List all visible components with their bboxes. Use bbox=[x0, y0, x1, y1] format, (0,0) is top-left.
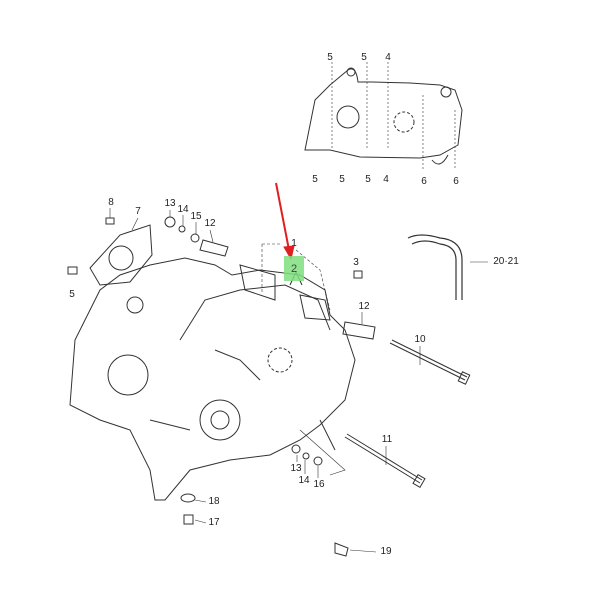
label-part-16: 16 bbox=[313, 479, 325, 490]
inset-label: 5 bbox=[339, 174, 345, 185]
inset-label: 6 bbox=[453, 176, 459, 187]
inset-label: 5 bbox=[365, 174, 371, 185]
inset-label: 4 bbox=[383, 174, 389, 185]
bolts bbox=[344, 234, 471, 489]
label-part-20-21: 20·21 bbox=[493, 256, 519, 267]
red-arrow-icon bbox=[275, 182, 295, 261]
inset-label: 5 bbox=[361, 52, 367, 63]
inset-label: 5 bbox=[327, 52, 333, 63]
label-part-5: 5 bbox=[69, 289, 75, 300]
label-part-3: 3 bbox=[353, 257, 359, 268]
label-part-12: 12 bbox=[358, 301, 370, 312]
inset-crankcase bbox=[304, 62, 463, 170]
main-crankcase bbox=[69, 257, 356, 501]
label-part-17: 17 bbox=[208, 517, 220, 528]
label-part-7: 7 bbox=[135, 206, 141, 217]
label-part-14: 14 bbox=[177, 204, 189, 215]
label-part-11: 11 bbox=[381, 434, 393, 445]
highlighted-part-2[interactable]: 2 bbox=[284, 256, 304, 281]
inset-label: 4 bbox=[385, 52, 391, 63]
inset-label: 6 bbox=[421, 176, 427, 187]
label-part-19: 19 bbox=[380, 546, 392, 557]
label-part-13: 13 bbox=[290, 463, 302, 474]
inset-label: 5 bbox=[312, 174, 318, 185]
gasket-part bbox=[89, 224, 153, 286]
label-part-15: 15 bbox=[190, 211, 202, 222]
small-parts bbox=[67, 216, 376, 557]
label-part-18: 18 bbox=[208, 496, 220, 507]
label-part-8: 8 bbox=[108, 197, 114, 208]
label-part-1: 1 bbox=[291, 238, 297, 249]
leader-lines bbox=[109, 208, 488, 553]
label-part-13: 13 bbox=[164, 198, 176, 209]
label-part-2: 2 bbox=[290, 262, 298, 275]
label-part-10: 10 bbox=[414, 334, 426, 345]
label-part-12: 12 bbox=[204, 218, 216, 229]
label-part-14: 14 bbox=[298, 475, 310, 486]
